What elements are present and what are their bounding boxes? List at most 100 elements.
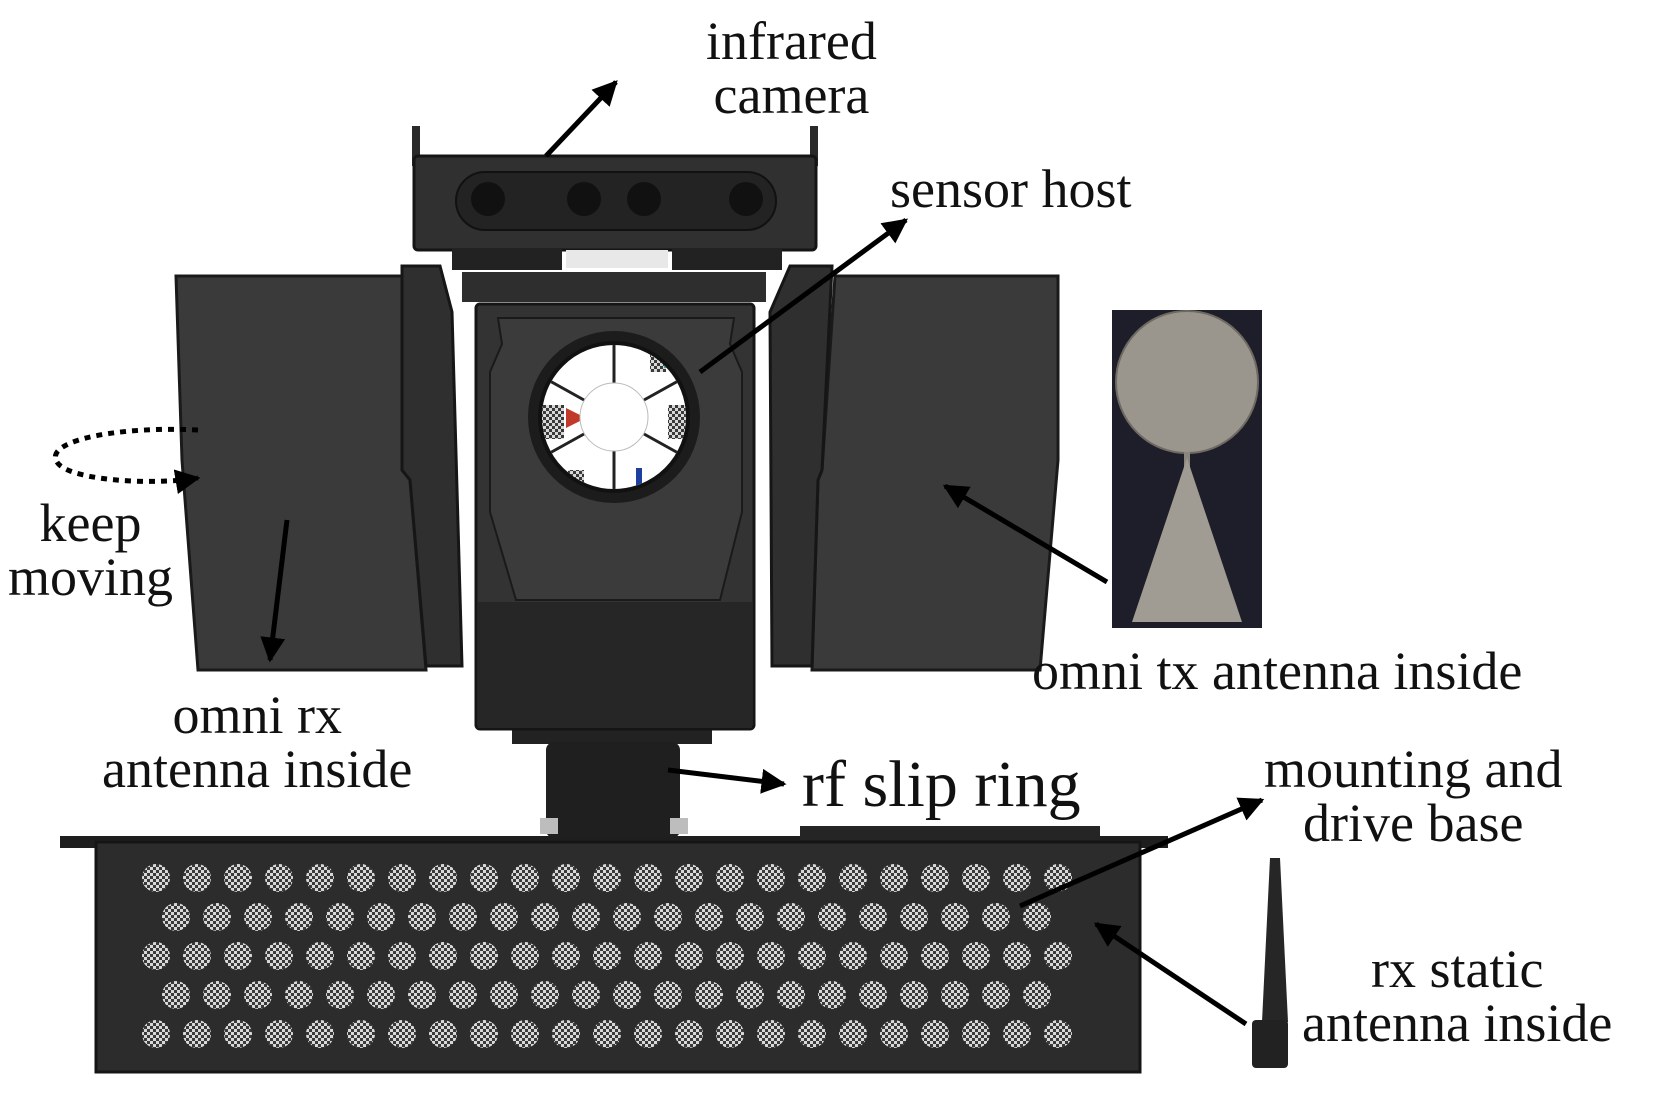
vent-hole (449, 981, 477, 1009)
vent-hole (265, 864, 293, 892)
label-infrared-camera: infrared camera (706, 14, 877, 122)
label-mounting-base-line1: mounting and (1264, 739, 1563, 799)
label-rx-static: rx static antenna inside (1302, 942, 1612, 1050)
vent-hole (224, 1020, 252, 1048)
vent-hole (736, 981, 764, 1009)
label-mounting-base: mounting and drive base (1264, 742, 1562, 850)
vent-hole (429, 942, 457, 970)
vent-hole (757, 942, 785, 970)
vent-hole (1023, 981, 1051, 1009)
vent-hole (593, 1020, 621, 1048)
vent-hole (654, 981, 682, 1009)
vent-hole (880, 942, 908, 970)
vent-hole (962, 1020, 990, 1048)
vent-hole (859, 981, 887, 1009)
vent-hole (142, 864, 170, 892)
vent-holes (142, 864, 1072, 1048)
vent-hole (388, 864, 416, 892)
label-rx-static-line2: antenna inside (1302, 993, 1613, 1053)
vent-hole (244, 903, 272, 931)
vent-hole (900, 903, 928, 931)
vent-hole (490, 981, 518, 1009)
vent-hole (552, 942, 580, 970)
vent-hole (183, 942, 211, 970)
label-omni-tx: omni tx antenna inside (1032, 644, 1522, 698)
vent-hole (880, 1020, 908, 1048)
label-infrared-camera-line1: infrared (706, 11, 877, 71)
label-keep-moving-line2: moving (8, 547, 174, 607)
vent-hole (1023, 903, 1051, 931)
vent-hole (408, 981, 436, 1009)
vent-hole (162, 903, 190, 931)
vent-hole (265, 942, 293, 970)
vent-hole (675, 1020, 703, 1048)
label-sensor-host-text: sensor host (890, 159, 1132, 219)
label-infrared-camera-line2: camera (713, 65, 870, 125)
vent-hole (777, 981, 805, 1009)
vent-hole (142, 1020, 170, 1048)
vent-hole (531, 981, 559, 1009)
vent-hole (839, 942, 867, 970)
vent-hole (470, 864, 498, 892)
vent-hole (1003, 1020, 1031, 1048)
vent-hole (634, 942, 662, 970)
vent-hole (613, 903, 641, 931)
vent-hole (142, 942, 170, 970)
vent-hole (716, 1020, 744, 1048)
arrow-omni-tx (942, 483, 1109, 585)
vent-hole (224, 942, 252, 970)
arrow-rx-static (1093, 921, 1248, 1027)
vent-hole (470, 1020, 498, 1048)
vent-hole (982, 981, 1010, 1009)
vent-hole (552, 1020, 580, 1048)
vent-hole (736, 903, 764, 931)
vent-hole (203, 903, 231, 931)
vent-hole (183, 864, 211, 892)
rf-slip-ring-body (512, 722, 712, 838)
arrow-mounting-base (1018, 797, 1265, 909)
vent-hole (921, 864, 949, 892)
omni-tx-antenna-wing (768, 264, 1060, 672)
vent-hole (675, 942, 703, 970)
vent-hole (695, 903, 723, 931)
label-omni-rx-line2: antenna inside (102, 739, 413, 799)
vent-hole (1044, 1020, 1072, 1048)
vent-hole (367, 981, 395, 1009)
omni-tx-antenna-photo (1112, 310, 1262, 628)
vent-hole (798, 864, 826, 892)
label-mounting-base-line2: drive base (1303, 793, 1524, 853)
vent-hole (593, 864, 621, 892)
vent-hole (1003, 864, 1031, 892)
vent-hole (613, 981, 641, 1009)
arrow-keep-moving (53, 426, 201, 495)
vent-hole (244, 981, 272, 1009)
label-sensor-host: sensor host (890, 162, 1132, 216)
vent-hole (675, 864, 703, 892)
vent-hole (265, 1020, 293, 1048)
vent-hole (388, 942, 416, 970)
arrow-infrared-camera (544, 80, 618, 158)
vent-hole (429, 864, 457, 892)
arrow-sensor-host (698, 217, 909, 375)
rx-static-antenna (1252, 858, 1288, 1068)
label-keep-moving-line1: keep (39, 493, 142, 553)
infrared-camera-body (412, 126, 818, 270)
vent-hole (716, 942, 744, 970)
vent-hole (900, 981, 928, 1009)
vent-hole (285, 981, 313, 1009)
label-omni-tx-text: omni tx antenna inside (1032, 641, 1523, 701)
vent-hole (490, 903, 518, 931)
vent-hole (306, 864, 334, 892)
vent-hole (429, 1020, 457, 1048)
vent-hole (183, 1020, 211, 1048)
vent-hole (634, 1020, 662, 1048)
vent-hole (818, 981, 846, 1009)
vent-hole (511, 864, 539, 892)
vent-hole (695, 981, 723, 1009)
vent-hole (552, 864, 580, 892)
vent-hole (593, 942, 621, 970)
vent-hole (777, 903, 805, 931)
vent-hole (162, 981, 190, 1009)
vent-hole (572, 903, 600, 931)
